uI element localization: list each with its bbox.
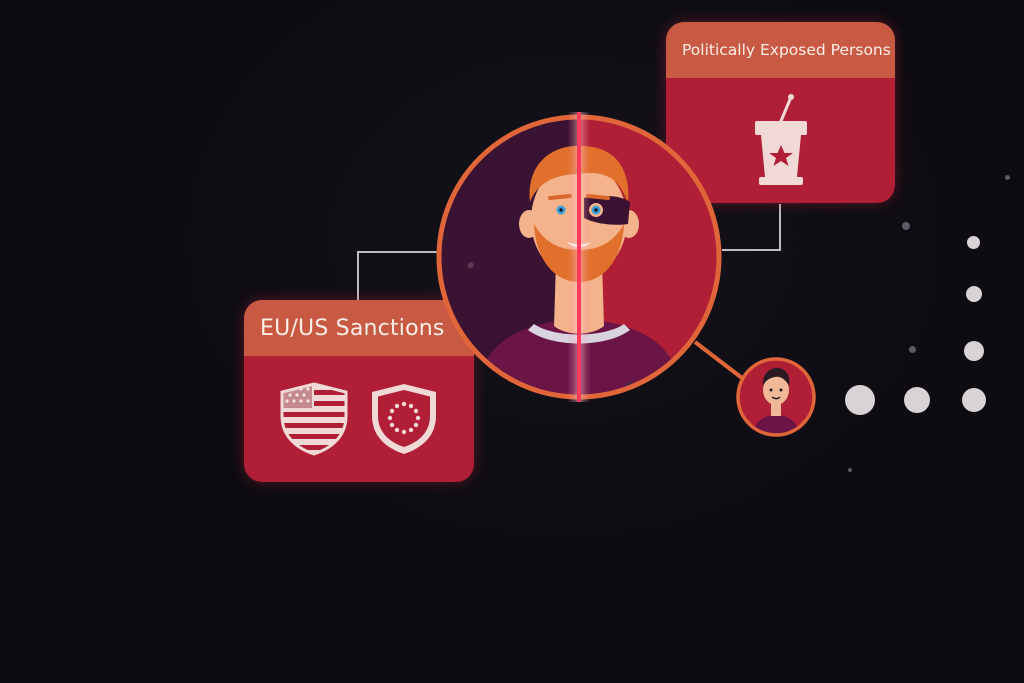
background-speck — [909, 346, 916, 353]
sanctions-card: EU/US Sanctions — [244, 300, 474, 482]
pep-card: Politically Exposed Persons — [666, 22, 895, 203]
sanctions-card-title: EU/US Sanctions — [260, 315, 445, 341]
associate-portrait — [736, 357, 816, 437]
podium-star-icon — [754, 93, 807, 185]
pep-card-body — [666, 78, 895, 203]
network-dot — [967, 236, 980, 249]
background-speck — [1005, 175, 1010, 180]
us-flag-shield-icon — [280, 382, 348, 456]
network-dot — [964, 341, 984, 361]
pep-card-header: Politically Exposed Persons — [666, 22, 895, 78]
network-dot — [966, 286, 982, 302]
associate-connector — [693, 340, 744, 380]
background-speck — [468, 262, 474, 268]
eu-stars-shield-icon — [372, 384, 436, 454]
pep-connector — [722, 204, 781, 251]
network-dot — [845, 385, 875, 415]
sanctions-card-body — [244, 356, 474, 482]
sanctions-connector — [357, 251, 438, 300]
main-subject-portrait — [436, 112, 722, 402]
network-dot — [904, 387, 930, 413]
network-dot — [962, 388, 986, 412]
background-speck — [848, 468, 852, 472]
sanctions-card-header: EU/US Sanctions — [244, 300, 474, 356]
background-speck — [902, 222, 910, 230]
pep-card-title: Politically Exposed Persons — [682, 41, 891, 59]
